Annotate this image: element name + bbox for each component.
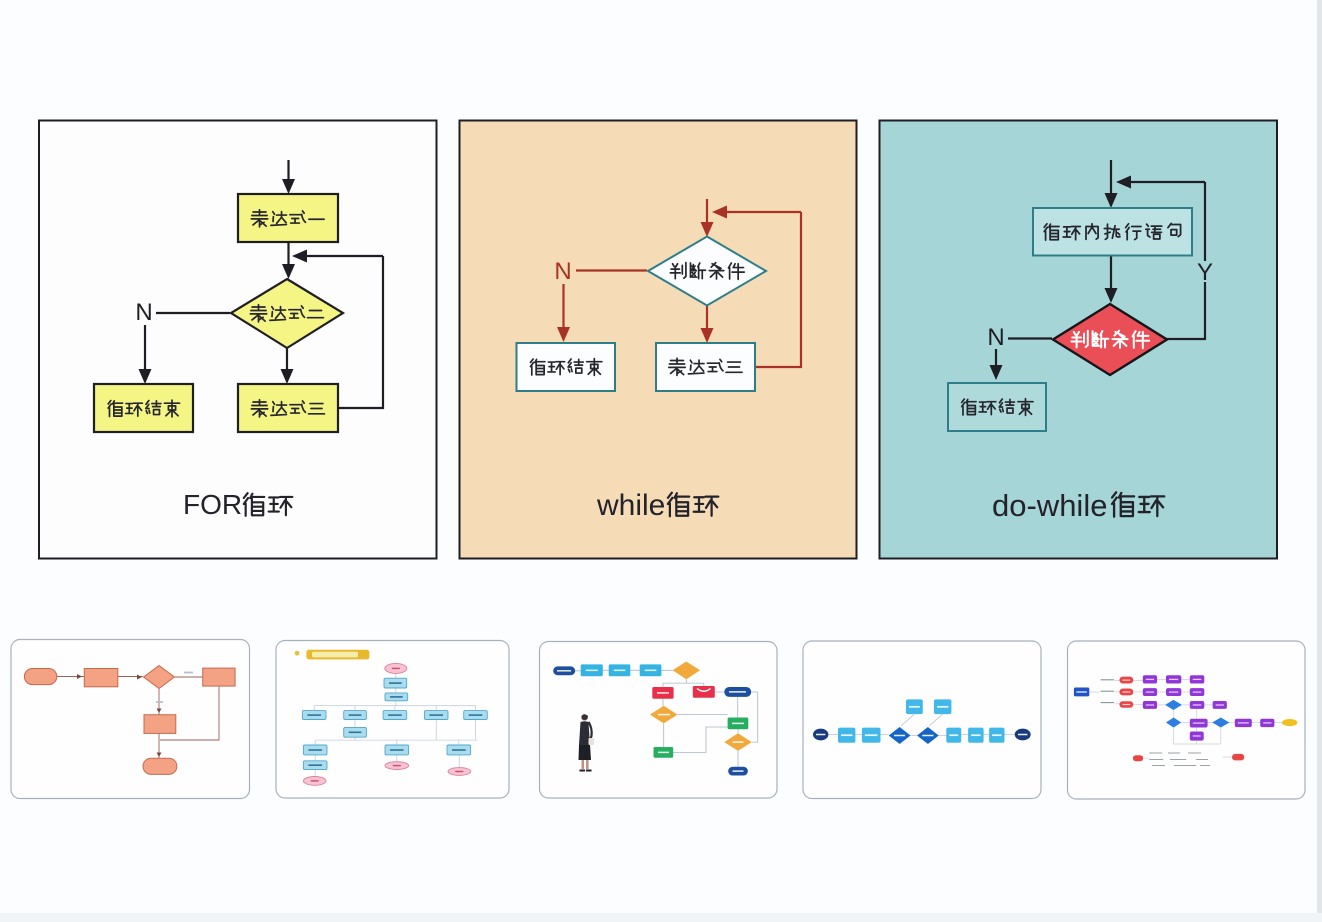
svg-text:FOR: FOR [183,489,242,520]
svg-text:N: N [135,299,152,326]
svg-text:Y: Y [1197,259,1213,286]
svg-text:N: N [554,258,571,285]
svg-text:do-while: do-while [992,488,1107,523]
svg-text:N: N [987,324,1004,351]
svg-text:while: while [596,489,665,522]
